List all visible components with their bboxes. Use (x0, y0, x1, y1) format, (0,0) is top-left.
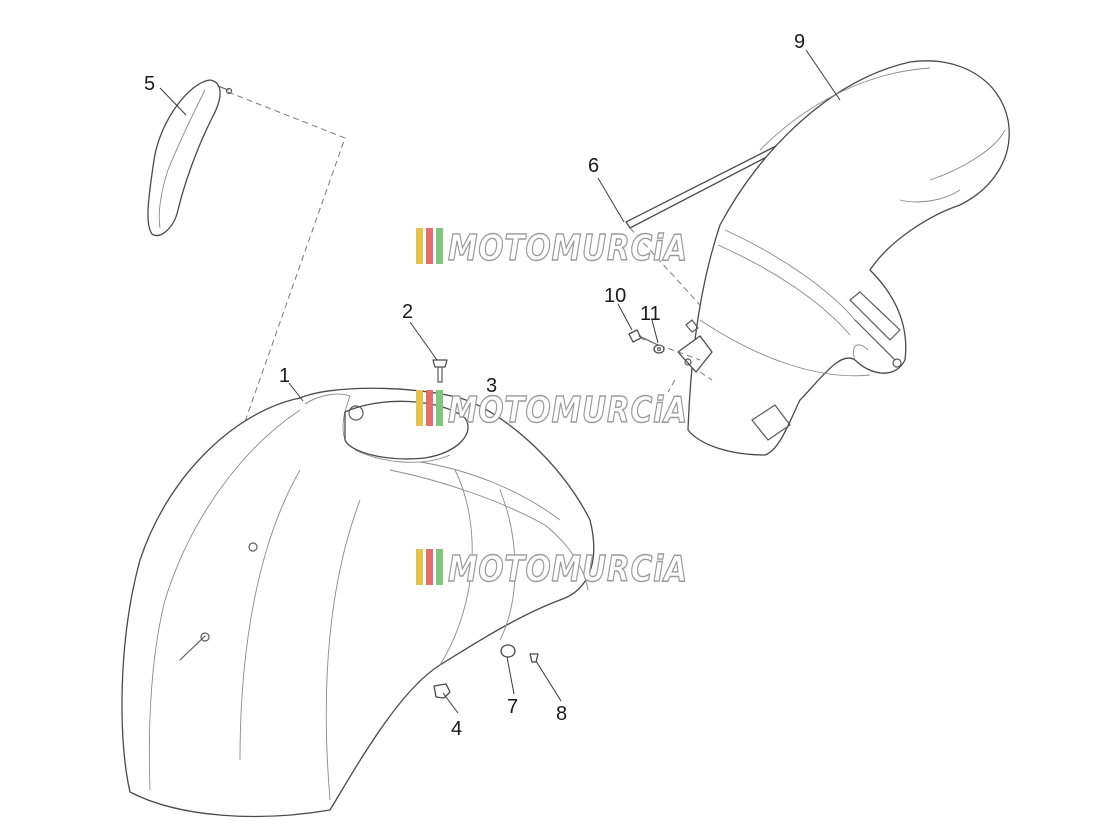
callout-9: 9 (794, 31, 805, 53)
watermark-stripe-yellow (416, 549, 423, 585)
bracket-clip (677, 319, 713, 373)
watermark-stripe-yellow (416, 228, 423, 264)
nut-part-4 (433, 683, 451, 699)
watermark-text: MOTOMURCiA (448, 390, 688, 431)
watermark-3: MOTOMURCiA (416, 548, 688, 591)
callout-10: 10 (604, 285, 626, 307)
callout-2: 2 (402, 301, 413, 323)
watermark-stripe-green (436, 549, 443, 585)
callout-11: 11 (640, 303, 661, 325)
watermark-stripe-green (436, 390, 443, 426)
bushing-part-7 (500, 644, 516, 658)
reflector-part-5 (147, 79, 233, 237)
watermark-stripe-red (426, 390, 433, 426)
callout-5: 5 (144, 73, 155, 95)
rear-assembly-dashed-line (629, 227, 713, 393)
callout-4: 4 (451, 718, 462, 740)
callout-1: 1 (279, 365, 290, 387)
bolt-part-10 (628, 329, 661, 347)
watermark-text: MOTOMURCiA (448, 228, 688, 269)
rear-mudguard-part-9 (687, 60, 1010, 456)
watermark-stripe-red (426, 549, 433, 585)
callout-7: 7 (507, 696, 518, 718)
watermark-2: MOTOMURCiA (416, 389, 688, 432)
leader-lines (159, 49, 841, 714)
screw-part-2 (432, 359, 448, 383)
watermark-text: MOTOMURCiA (448, 549, 688, 590)
callout-3: 3 (486, 375, 497, 397)
watermark-stripe-yellow (416, 390, 423, 426)
callout-8: 8 (556, 703, 567, 725)
screw-part-8 (529, 653, 539, 663)
watermark-stripe-green (436, 228, 443, 264)
callout-6: 6 (588, 155, 599, 177)
front-fender-part (121, 387, 595, 818)
watermark-stripe-red (426, 228, 433, 264)
watermark-1: MOTOMURCiA (416, 227, 688, 270)
